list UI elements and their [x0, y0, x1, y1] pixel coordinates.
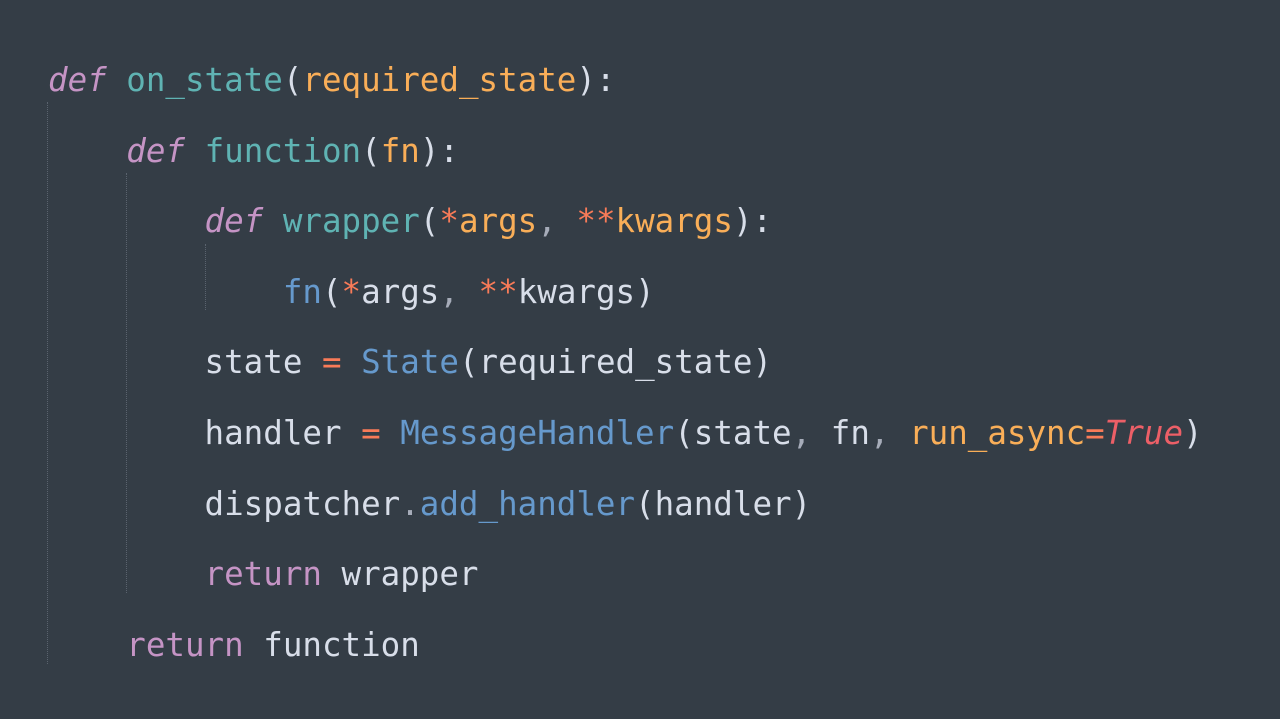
code-line: state = State(required_state): [48, 327, 1203, 398]
code-line: def wrapper(*args, **kwargs):: [48, 186, 1203, 257]
code-token-plain: [302, 343, 322, 381]
code-token-plain: [185, 132, 205, 170]
code-token-def: def: [126, 131, 185, 170]
code-line: def function(fn):: [48, 116, 1203, 187]
code-token-plain: [244, 626, 264, 664]
code-token-op: **: [478, 272, 518, 311]
code-token-plain: [381, 414, 401, 452]
code-line: return wrapper: [48, 539, 1203, 610]
code-token-op: =: [1085, 413, 1105, 452]
indent-guide: [205, 244, 206, 310]
code-token-plain: [107, 61, 127, 99]
code-token-punc: (: [361, 131, 381, 170]
code-token-def: def: [204, 202, 264, 241]
code-token-op: =: [321, 343, 342, 382]
code-token-cls: State: [361, 343, 459, 382]
code-token-punc: ): [791, 484, 812, 523]
code-token-plain: state: [204, 343, 303, 382]
code-token-def: def: [48, 61, 107, 99]
code-token-plain: [557, 202, 577, 240]
code-token-cls: add_handler: [419, 484, 636, 523]
code-token-bool: True: [1104, 413, 1184, 452]
code-token-plain: [342, 343, 362, 381]
code-token-punc: ): [752, 343, 773, 382]
code-token-comma: .: [400, 484, 420, 523]
code-token-plain: [322, 555, 342, 593]
code-token-plain: args: [361, 272, 440, 311]
code-token-param: args: [458, 202, 538, 241]
code-token-comma: ,: [869, 413, 890, 452]
code-line: return function: [48, 610, 1203, 681]
code-token-op: *: [341, 272, 362, 311]
code-token-fname: function: [204, 131, 362, 170]
indent-guide: [47, 102, 48, 664]
code-token-plain: handler: [654, 484, 792, 523]
code-token-punc: ):: [576, 61, 616, 99]
code-token-param: run_async: [909, 413, 1086, 452]
code-token-op: =: [361, 413, 381, 452]
code-token-plain: kwargs: [517, 272, 636, 311]
code-line: handler = MessageHandler(state, fn, run_…: [48, 398, 1203, 469]
code-token-cls: MessageHandler: [400, 413, 675, 452]
code-line: fn(*args, **kwargs): [48, 257, 1203, 328]
code-token-fname: wrapper: [282, 202, 420, 241]
code-token-punc: ): [635, 272, 655, 311]
code-token-fname: on_state: [126, 61, 283, 99]
code-token-plain: [342, 414, 362, 452]
code-token-plain: function: [263, 625, 420, 664]
code-token-param: kwargs: [615, 202, 733, 241]
code-token-plain: wrapper: [341, 555, 479, 594]
code-token-op: **: [576, 202, 616, 241]
code-token-plain: [263, 202, 283, 240]
code-token-punc: ):: [419, 131, 459, 170]
code-line: def on_state(required_state):: [48, 45, 1203, 116]
code-token-plain: [889, 414, 909, 452]
code-line: dispatcher.add_handler(handler): [48, 469, 1203, 540]
code-token-punc: (: [419, 202, 440, 241]
code-token-plain: [811, 414, 831, 452]
code-token-param: required_state: [302, 61, 577, 99]
code-token-punc: (: [674, 413, 694, 452]
code-token-plain: dispatcher: [204, 484, 401, 523]
code-token-comma: ,: [791, 413, 812, 452]
code-token-plain: required_state: [478, 343, 753, 382]
code-token-kw: return: [204, 555, 322, 594]
code-token-plain: state: [693, 413, 792, 452]
code-token-punc: ): [1183, 413, 1203, 452]
code-token-punc: (: [321, 272, 342, 311]
code-token-punc: ):: [732, 202, 773, 241]
code-token-op: *: [439, 202, 459, 241]
code-token-plain: handler: [204, 413, 342, 452]
code-token-punc: (: [282, 61, 303, 99]
code-token-plain: [459, 273, 479, 311]
code-token-comma: ,: [439, 272, 459, 311]
code-token-cls: fn: [282, 272, 322, 311]
code-token-param: fn: [380, 131, 420, 170]
code-token-comma: ,: [537, 202, 557, 241]
code-token-punc: (: [458, 343, 479, 382]
code-editor[interactable]: def on_state(required_state): def functi…: [48, 45, 1203, 680]
code-token-punc: (: [635, 484, 655, 523]
indent-guide: [126, 173, 127, 593]
code-token-kw: return: [126, 625, 244, 664]
code-token-plain: fn: [830, 413, 870, 452]
